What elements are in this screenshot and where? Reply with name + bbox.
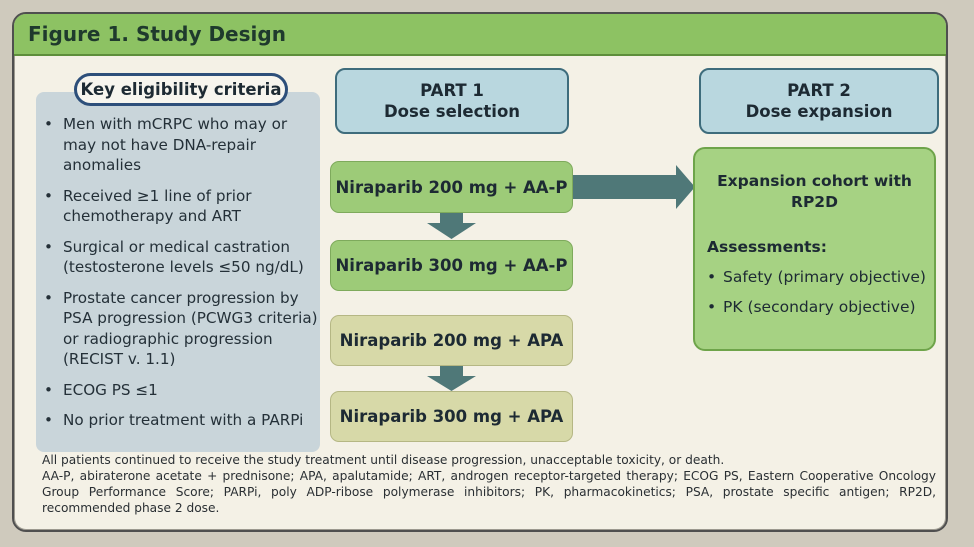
bullet-icon: • xyxy=(44,288,53,307)
footnote-text: All patients continued to receive the st… xyxy=(42,453,725,467)
down-arrow-icon xyxy=(427,366,476,391)
figure-title: Figure 1. Study Design xyxy=(28,22,286,46)
dose-box-niraparib-300-aap: Niraparib 300 mg + AA-P xyxy=(330,240,573,291)
flow-arrows xyxy=(427,165,695,391)
assessment-item: •PK (secondary objective) xyxy=(707,298,916,316)
dose-box-niraparib-300-apa: Niraparib 300 mg + APA xyxy=(330,391,573,442)
eligibility-item: •No prior treatment with a PARPi xyxy=(44,411,304,429)
expansion-cohort-box: Expansion cohort with RP2D Assessments: … xyxy=(693,147,936,351)
part2-box: PART 2 Dose expansion xyxy=(699,68,939,134)
part1-label: PART 1 xyxy=(420,81,484,100)
dose-box-niraparib-200-aap: Niraparib 200 mg + AA-P xyxy=(330,161,573,213)
footnote: All patients continued to receive the st… xyxy=(42,452,936,516)
eligibility-item: •Received ≥1 line of prior chemotherapy … xyxy=(44,186,252,226)
eligibility-panel xyxy=(36,92,320,452)
assessments-label: Assessments: xyxy=(707,238,827,256)
bullet-icon: • xyxy=(707,268,717,286)
part2-label: PART 2 xyxy=(787,81,851,100)
eligibility-item: •Surgical or medical castration (testost… xyxy=(44,237,304,277)
eligibility-item: •Prostate cancer progression by PSA prog… xyxy=(44,288,318,369)
expansion-title: Expansion cohort with RP2D xyxy=(717,172,912,211)
figure-panel: Figure 1. Study Design Key eligibility c… xyxy=(12,12,948,532)
assessments-list: •Safety (primary objective) •PK (seconda… xyxy=(707,267,926,327)
abbreviations-text: AA-P, abiraterone acetate + prednisone; … xyxy=(42,469,936,515)
title-bar: Figure 1. Study Design xyxy=(14,14,946,56)
down-arrow-icon xyxy=(427,213,476,239)
eligibility-item: •ECOG PS ≤1 xyxy=(44,380,158,399)
right-arrow-icon xyxy=(573,165,695,209)
eligibility-list: •Men with mCRPC who may or may not have … xyxy=(42,114,322,441)
bullet-icon: • xyxy=(44,237,53,256)
part1-subtitle: Dose selection xyxy=(383,102,521,121)
eligibility-item: •Men with mCRPC who may or may not have … xyxy=(44,115,288,174)
bullet-icon: • xyxy=(707,298,717,316)
part1-box: PART 1 Dose selection xyxy=(335,68,569,134)
bullet-icon: • xyxy=(44,380,53,399)
dose-box-niraparib-200-apa: Niraparib 200 mg + APA xyxy=(330,315,573,366)
bullet-icon: • xyxy=(44,411,53,429)
bullet-icon: • xyxy=(44,115,53,133)
assessment-item: •Safety (primary objective) xyxy=(707,268,926,286)
part2-subtitle: Dose expansion xyxy=(745,102,893,121)
eligibility-header: Key eligibility criteria xyxy=(74,73,288,106)
bullet-icon: • xyxy=(44,186,53,205)
